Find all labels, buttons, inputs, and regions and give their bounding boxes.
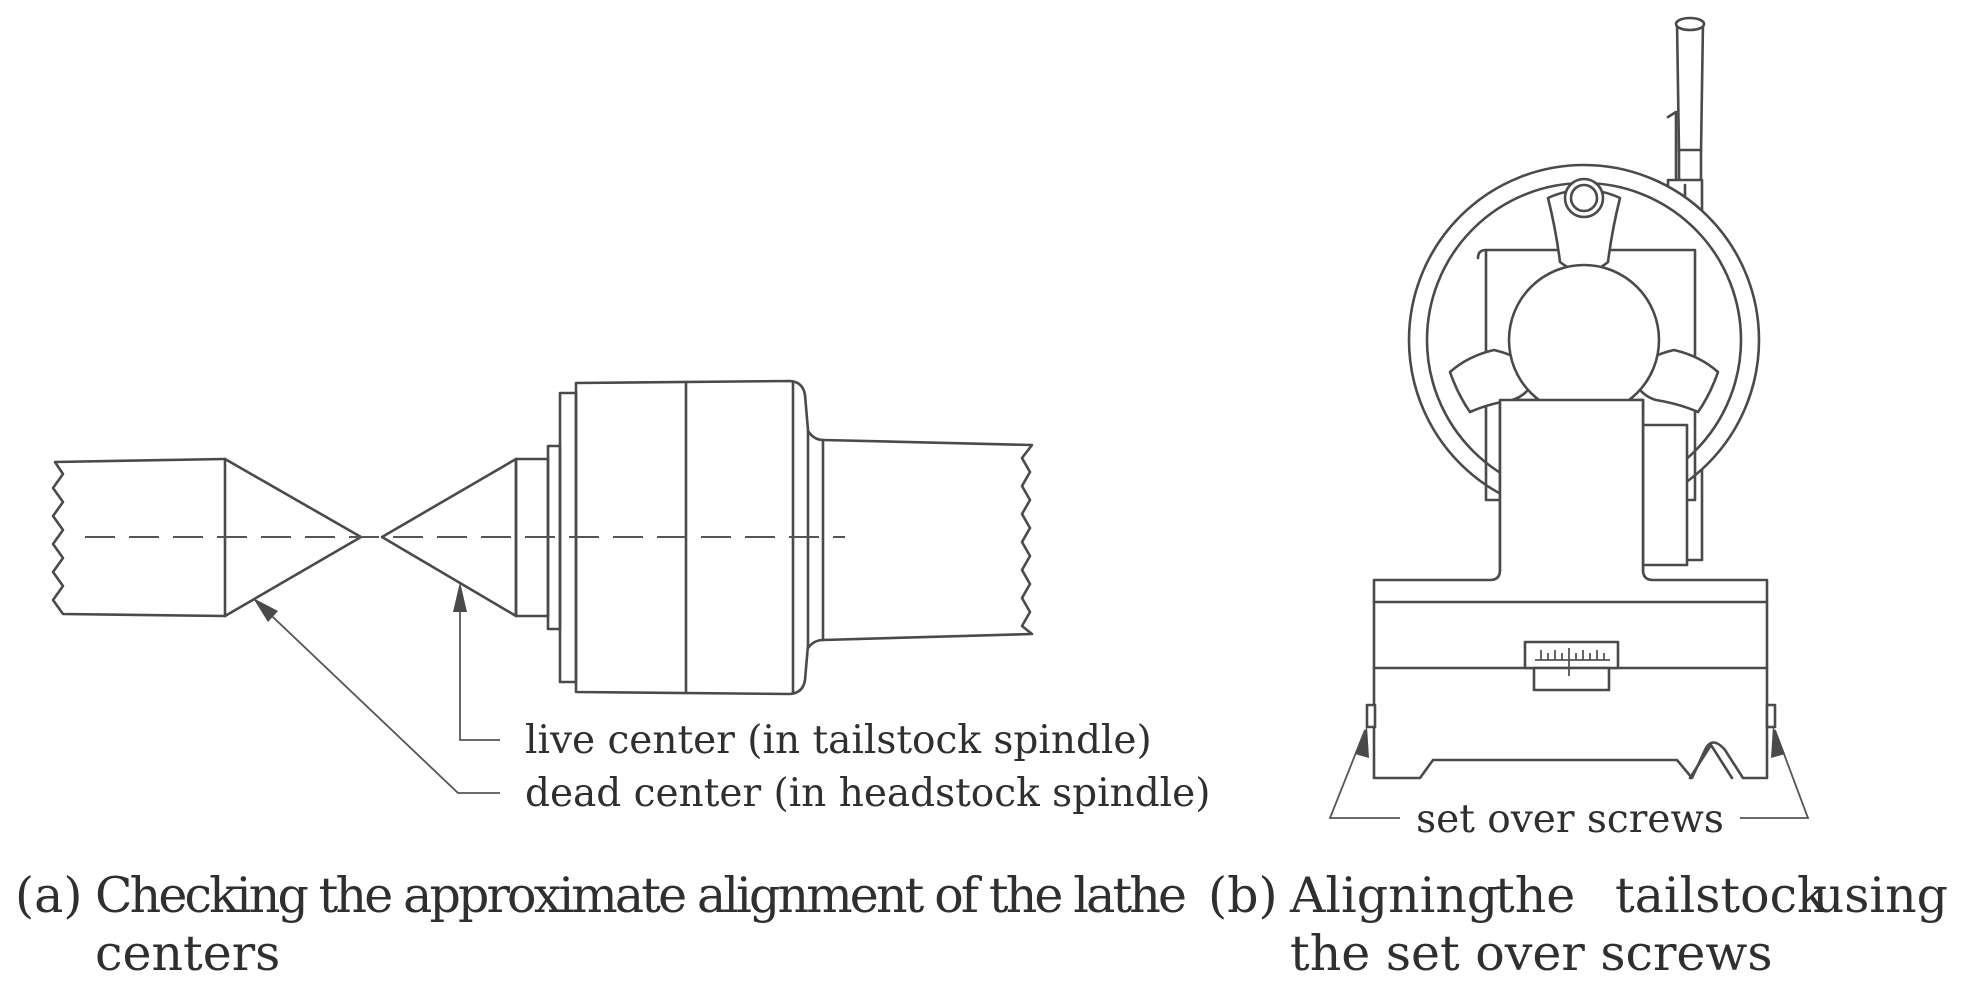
caption-b-word-the: the bbox=[1495, 867, 1575, 924]
screws-leader-left bbox=[1328, 726, 1400, 819]
dead-center-label: dead center (in headstock spindle) bbox=[525, 771, 1210, 816]
caption-a-line1: Checking the approximate alignment of th… bbox=[95, 867, 1187, 924]
set-over-screws-label: set over screws bbox=[1416, 797, 1724, 842]
caption-a: (a) Checking the approximate alignment o… bbox=[15, 867, 1187, 982]
set-over-screw-right bbox=[1765, 703, 1777, 729]
headstock-spindle bbox=[51, 457, 227, 618]
caption-b-marker: (b) bbox=[1208, 867, 1278, 924]
live-center-leader bbox=[453, 582, 500, 741]
wheel-hub bbox=[1507, 263, 1661, 417]
caption-a-marker: (a) bbox=[15, 867, 82, 924]
tailstock-body bbox=[574, 379, 810, 696]
caption-b-word-tailstock: tailstock bbox=[1615, 867, 1828, 924]
dead-center-leader bbox=[253, 598, 500, 794]
caption-b: (b) Aligning the tailstock using the set… bbox=[1208, 867, 1948, 982]
tailstock-quill bbox=[806, 429, 1034, 650]
panel-b-drawing: set over screws bbox=[1328, 16, 1810, 842]
live-center-label: live center (in tailstock spindle) bbox=[525, 718, 1152, 763]
panel-a-drawing: live center (in tailstock spindle) dead … bbox=[51, 379, 1210, 816]
caption-b-word-aligning: Aligning bbox=[1289, 867, 1498, 924]
caption-b-line2: the set over screws bbox=[1290, 925, 1773, 982]
caption-b-word-using: using bbox=[1813, 867, 1948, 924]
screws-leader-right bbox=[1740, 726, 1810, 819]
caption-a-line2: centers bbox=[95, 925, 280, 982]
set-over-screw-left bbox=[1365, 703, 1377, 729]
offset-scale bbox=[1523, 640, 1620, 692]
